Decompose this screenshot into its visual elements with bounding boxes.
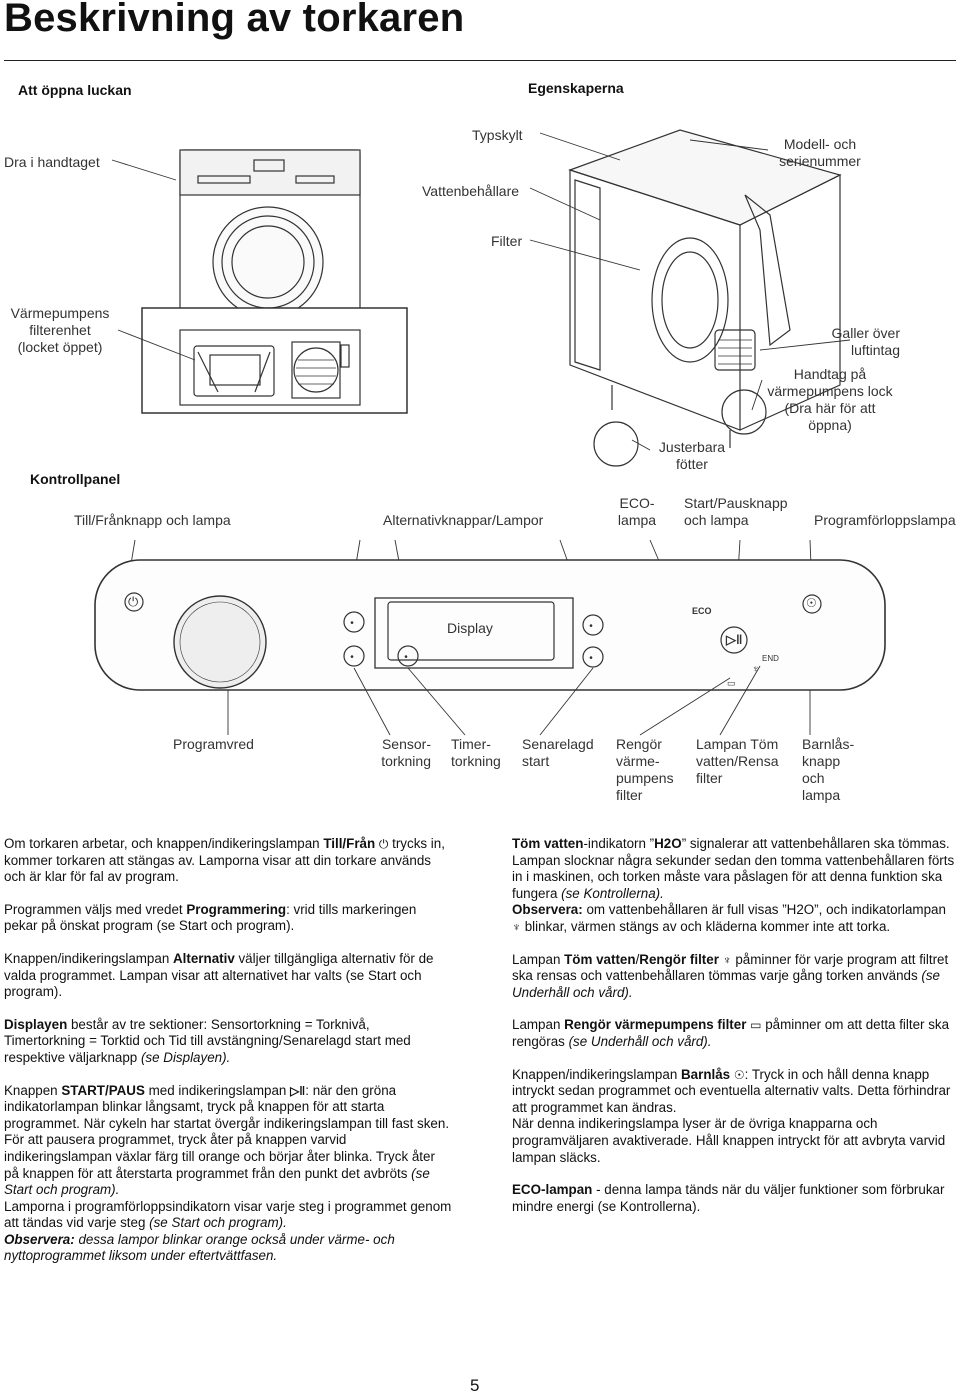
- dryer-illustration: • • • • •: [94, 129, 886, 736]
- right-text-column: Töm vatten-indikatorn ”H2O” signalerar a…: [512, 836, 958, 1231]
- svg-text:•: •: [404, 652, 408, 663]
- paragraph-hp-filter: Lampan Rengör värmepumpens filter ▭ påmi…: [512, 1017, 950, 1049]
- progress-lamp-label: Programförloppslampa: [814, 512, 956, 528]
- program-dial-label: Programvred: [173, 736, 254, 752]
- model-serial-label: Modell- och serienummer: [779, 136, 861, 169]
- sensor-drying-label: Sensor- torkning: [381, 736, 431, 769]
- empty-water-lamp-label: Lampan Töm vatten/Rensa filter: [696, 736, 779, 786]
- left-text-column: Om torkaren arbetar, och knappen/indiker…: [4, 836, 452, 1281]
- water-lamp-icon-inline: ♆: [512, 919, 521, 934]
- start-pause-icon-inline: ▷‖: [290, 1083, 306, 1098]
- open-door-heading: Att öppna luckan: [18, 82, 132, 98]
- paragraph-display: Displayen består av tre sektioner: Senso…: [4, 1016, 411, 1065]
- paragraph-onoff: Om torkaren arbetar, och knappen/indiker…: [4, 836, 445, 885]
- onoff-label: Till/Frånknapp och lampa: [74, 512, 231, 528]
- dryer-front: [739, 174, 841, 431]
- start-pause-label: Start/Pausknapp och lampa: [684, 495, 788, 528]
- onoff-button-shape: [124, 592, 144, 612]
- air-grille-label: Galler över luftintag: [831, 325, 900, 358]
- rating-plate-label: Typskylt: [472, 127, 523, 143]
- child-lock-icon-inline: ☉: [733, 1067, 745, 1082]
- child-lock-label: Barnlås- knapp och lampa: [802, 736, 855, 803]
- control-panel-body: [94, 559, 886, 691]
- svg-text:•: •: [589, 621, 593, 632]
- paragraph-clean-filter: Lampan Töm vatten/Rengör filter ♆ påminn…: [512, 951, 949, 1000]
- power-icon[interactable]: ⏻: [128, 594, 139, 609]
- heatpump-lid-handle-label: Handtag på värmepumpens lock (Dra här fö…: [767, 366, 893, 433]
- start-pause-icon[interactable]: ▷‖: [726, 632, 743, 647]
- power-icon-inline: ⏻: [378, 837, 389, 851]
- control-panel-heading: Kontrollpanel: [30, 471, 121, 487]
- end-indicator-text: END: [762, 654, 779, 663]
- clean-hp-filter-label: Rengör värme- pumpens filter: [616, 736, 674, 803]
- heatpump-filter-unit-label: Värmepumpens filterenhet (locket öppet): [10, 305, 110, 355]
- title-rule: [4, 60, 956, 61]
- paragraph-child-lock: Knappen/indikeringslampan Barnlås ☉: Try…: [512, 1066, 951, 1165]
- pull-handle-label: Dra i handtaget: [4, 154, 100, 170]
- filter-lamp-icon: ▭: [727, 678, 736, 688]
- page-title: Beskrivning av torkaren: [4, 0, 465, 40]
- filter-lamp-icon-inline: ▭: [750, 1018, 762, 1033]
- water-lamp-icon-inline-2: ♆: [722, 952, 732, 967]
- program-dial-shape: [173, 595, 267, 689]
- start-pause-button-shape: [720, 626, 748, 654]
- water-container-label: Vattenbehållare: [422, 183, 520, 199]
- paragraph-empty-water: Töm vatten-indikatorn ”H2O” signalerar a…: [512, 836, 955, 934]
- paragraph-options: Knappen/indikeringslampan Alternativ väl…: [4, 950, 434, 1000]
- water-lamp-icon: ♆: [752, 664, 760, 675]
- child-lock-icon[interactable]: ☉: [806, 596, 817, 610]
- paragraph-program: Programmen väljs med vredet Programmerin…: [4, 901, 417, 934]
- paragraph-eco: ECO-lampan - denna lampa tänds när du vä…: [512, 1182, 945, 1214]
- adjustable-feet-label: Justerbara fötter: [658, 439, 726, 472]
- svg-text:•: •: [350, 652, 354, 663]
- eco-indicator-text: ECO: [692, 606, 712, 616]
- eco-lamp-label: ECO- lampa: [617, 495, 657, 528]
- svg-text:•: •: [350, 618, 354, 629]
- option-buttons-label: Alternativknappar/Lampor: [383, 512, 544, 528]
- paragraph-start-pause: Knappen START/PAUS med indikeringslampan…: [4, 1082, 452, 1264]
- child-lock-button-shape: [802, 594, 822, 614]
- page-number: 5: [470, 1376, 480, 1395]
- display-label: Display: [447, 620, 493, 636]
- delayed-start-label: Senarelagd start: [522, 736, 594, 769]
- timer-drying-label: Timer- torkning: [451, 736, 501, 769]
- filter-label: Filter: [491, 233, 523, 249]
- features-heading: Egenskaperna: [528, 80, 624, 96]
- svg-text:•: •: [589, 653, 593, 664]
